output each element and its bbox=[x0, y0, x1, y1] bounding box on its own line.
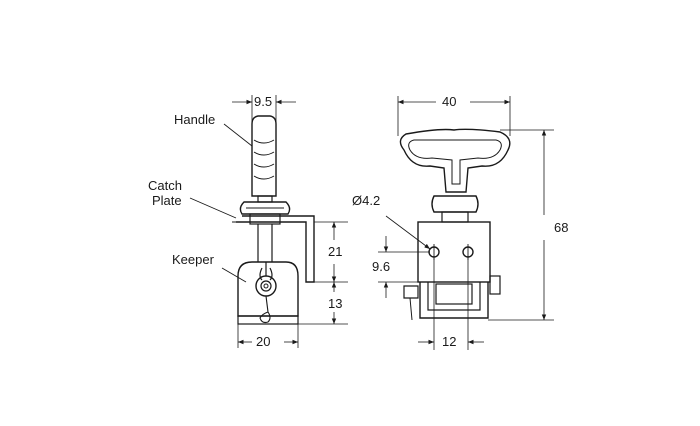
front-keeper-loop bbox=[419, 282, 489, 319]
dim-overall-height: 68 bbox=[554, 220, 568, 235]
spring-collar bbox=[239, 201, 291, 215]
t-handle bbox=[399, 128, 511, 193]
handle-grip bbox=[251, 115, 277, 197]
catch-plate-shape bbox=[236, 215, 315, 283]
side-dimensions bbox=[232, 95, 348, 348]
label-catch-plate-line1: Catch bbox=[148, 178, 182, 193]
front-collar bbox=[431, 195, 479, 213]
dim-hole-spacing: 12 bbox=[442, 334, 456, 349]
leaders bbox=[189, 123, 253, 283]
label-handle: Handle bbox=[174, 112, 215, 127]
dim-hole-diameter: Ø4.2 bbox=[352, 193, 380, 208]
front-dimensions bbox=[378, 96, 554, 350]
dim-keeper-width: 20 bbox=[256, 334, 270, 349]
front-view bbox=[399, 128, 511, 321]
side-view bbox=[232, 115, 315, 325]
dim-hole-offset: 9.6 bbox=[372, 259, 390, 274]
dim-keeper-height: 13 bbox=[328, 296, 342, 311]
label-catch-plate-line2: Plate bbox=[152, 193, 182, 208]
dim-handle-width: 9.5 bbox=[254, 94, 272, 109]
keeper-pin-loop bbox=[259, 295, 271, 324]
keeper-body bbox=[237, 261, 299, 317]
handle-shaft bbox=[257, 195, 273, 203]
label-keeper: Keeper bbox=[172, 252, 215, 267]
dim-catch-height: 21 bbox=[328, 244, 342, 259]
dim-overall-width: 40 bbox=[442, 94, 456, 109]
